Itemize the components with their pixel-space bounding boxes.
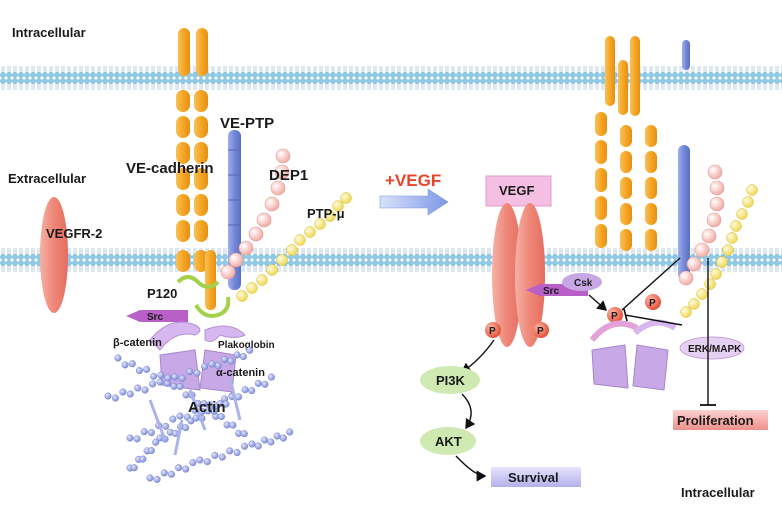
pi3k-to-akt-arrow	[461, 393, 476, 430]
inhibition-bar	[623, 308, 628, 322]
stimulus-arrow	[379, 188, 449, 216]
upper-membrane	[0, 66, 782, 92]
vegfr2-dimer-left	[492, 203, 522, 347]
region-label-intracellular-top: Intracellular	[12, 25, 86, 40]
phospho-vegfr-right: P	[533, 322, 549, 338]
vegf-label: VEGF	[499, 183, 534, 198]
ve-ptp-left	[228, 130, 241, 290]
csk-label: Csk	[574, 278, 593, 289]
phospho-vegfr-left: P	[485, 322, 501, 338]
survival-label: Survival	[508, 470, 559, 485]
p120-coil	[176, 275, 231, 318]
ptp-mu-right	[680, 184, 758, 318]
dep1-left	[220, 148, 291, 280]
beta-catenin-right	[589, 320, 639, 342]
svg-text:P: P	[489, 326, 496, 337]
alpha-catenin-right-2	[632, 344, 669, 391]
dep1-right	[678, 164, 725, 286]
plakoglobin-label: Plakoglobin	[218, 340, 275, 351]
vegfr2-dimer-right	[515, 203, 545, 347]
actin-network	[104, 346, 294, 483]
phospho-cadherin-1: P	[607, 307, 623, 323]
svg-text:P: P	[649, 298, 656, 309]
erk-mapk-shape	[679, 336, 745, 360]
ptp-mu-label: PTP-μ	[307, 206, 345, 221]
akt-label: AKT	[435, 434, 462, 449]
ve-ptp-label: VE-PTP	[220, 115, 274, 132]
src-right-label: Src	[543, 286, 560, 297]
erk-mapk-label: ERK/MAPK	[688, 344, 742, 355]
ve-cadherin-label: VE-cadherin	[126, 160, 214, 177]
csk-shape	[562, 273, 602, 291]
beta-catenin-label: β-catenin	[113, 337, 162, 349]
region-label-extracellular: Extracellular	[8, 171, 86, 186]
ve-ptp-right	[678, 145, 690, 280]
pi3k-shape	[420, 366, 480, 394]
akt-to-survival-arrow	[455, 455, 487, 482]
dep1-label: DEP1	[269, 167, 308, 184]
src-left: Src	[126, 310, 188, 323]
ve-cadherin-left	[176, 28, 216, 310]
survival-box	[491, 467, 581, 487]
proliferation-label: Proliferation	[677, 413, 754, 428]
proliferation-box	[673, 410, 768, 430]
plakoglobin-right	[632, 319, 677, 336]
plakoglobin-shape	[204, 325, 246, 343]
lower-membrane	[0, 247, 782, 273]
vegf-stimulus-label: +VEGF	[385, 171, 441, 190]
vegfr2-label: VEGFR-2	[46, 226, 102, 241]
svg-text:P: P	[537, 326, 544, 337]
akt-shape	[420, 427, 476, 455]
phospho-cadherin-2: P	[645, 294, 661, 310]
src-to-phospho-arrow	[588, 294, 608, 311]
pi3k-label: PI3K	[436, 373, 466, 388]
region-label-intracellular-bottom: Intracellular	[681, 485, 755, 500]
beta-catenin-shape	[149, 321, 201, 351]
ve-ptp-right-top	[682, 40, 690, 70]
vegf-ligand-box	[485, 175, 552, 207]
p120-label: P120	[147, 286, 177, 301]
alpha-catenin-label: α-catenin	[216, 367, 265, 379]
alpha-catenin-right-1	[591, 344, 629, 389]
veptp-inhibition-line	[621, 257, 681, 311]
vegfr-to-pi3k-arrow	[460, 339, 495, 373]
ve-cadherin-right	[595, 36, 657, 251]
ptp-mu-left	[236, 192, 352, 302]
svg-text:P: P	[611, 311, 618, 322]
actin-label: Actin	[188, 399, 226, 416]
vegfr2-receptor	[40, 197, 68, 313]
dep1-inhibition-line	[624, 314, 683, 326]
src-left-label: Src	[147, 312, 164, 323]
